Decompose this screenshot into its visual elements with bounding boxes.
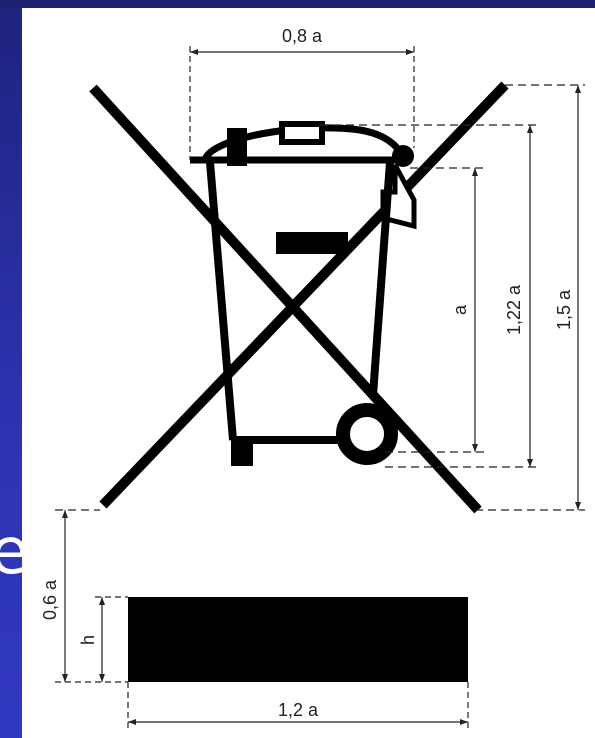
label-bar-height: h xyxy=(78,635,98,645)
arrow-total-height-bottom xyxy=(575,502,581,510)
label-bin-height: a xyxy=(450,304,470,315)
arrow-total-height-top xyxy=(575,85,581,93)
arrow-top-width-left xyxy=(190,49,198,55)
arrow-bar-width-left xyxy=(128,719,136,725)
dimension-arrowheads xyxy=(62,49,581,725)
cross-line-left xyxy=(89,84,482,514)
bin-body-left xyxy=(206,161,237,441)
bin-lid-handle xyxy=(279,121,325,145)
arrow-bar-height-bottom xyxy=(99,674,105,682)
arrow-bar-height-top xyxy=(99,597,105,605)
label-top-width: 0,8 a xyxy=(282,26,323,46)
bin-lid-arc xyxy=(201,124,406,162)
label-bar-width: 1,2 a xyxy=(278,700,319,720)
arrow-bin-height-bottom xyxy=(472,444,478,452)
slide-title-strip xyxy=(0,0,595,8)
arrow-lid-height-bottom xyxy=(527,459,533,467)
cross-line-right xyxy=(99,81,509,509)
label-gap-height: 0,6 a xyxy=(40,579,60,620)
diagram-panel: 0,8 a a 1,22 a 1,5 a 0,6 a h 1,2 a xyxy=(22,8,595,738)
bin-foot xyxy=(231,438,253,466)
bin-lid-block xyxy=(227,128,247,166)
weee-symbol-diagram: 0,8 a a 1,22 a 1,5 a 0,6 a h 1,2 a xyxy=(40,26,585,730)
label-total-height: 1,5 a xyxy=(554,289,574,330)
wheelie-bin-symbol xyxy=(89,81,509,514)
arrow-lid-height-top xyxy=(527,125,533,133)
bin-wheel-hub xyxy=(362,429,372,439)
marking-bar xyxy=(128,597,468,682)
arrow-top-width-right xyxy=(406,49,414,55)
arrow-bin-height-top xyxy=(472,168,478,176)
arrow-gap-height-bottom xyxy=(62,674,68,682)
bin-body-right xyxy=(369,161,394,396)
bin-label-bar xyxy=(276,232,348,254)
bin-lid-knob xyxy=(392,145,414,167)
label-lid-height: 1,22 a xyxy=(504,284,524,335)
arrow-gap-height-top xyxy=(62,510,68,518)
arrow-bar-width-right xyxy=(460,719,468,725)
